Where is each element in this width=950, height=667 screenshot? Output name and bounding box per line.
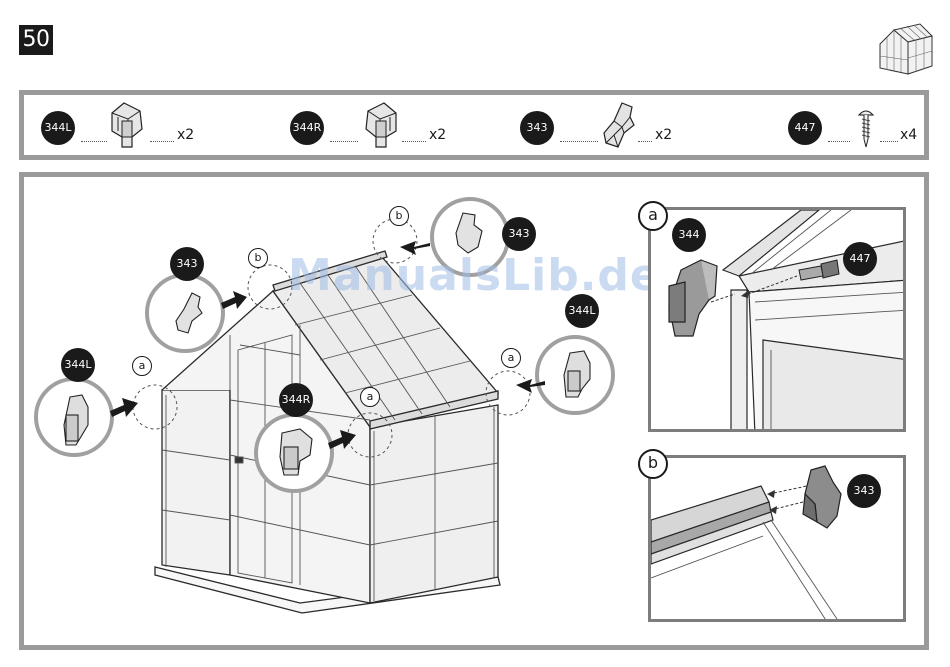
leader-line bbox=[638, 141, 652, 142]
parts-list: 344L x2 344R x2 343 x2 447 bbox=[19, 90, 929, 160]
part-qty-447: x4 bbox=[900, 127, 917, 143]
leader-line bbox=[880, 141, 898, 142]
callout-badge-343: 343 bbox=[170, 247, 204, 281]
callout-letter-b: b bbox=[389, 206, 409, 226]
corner-bracket-right-icon bbox=[360, 99, 402, 151]
leader-line bbox=[560, 141, 598, 142]
greenhouse-thumbnail-icon bbox=[876, 18, 934, 78]
part-badge-344l: 344L bbox=[41, 111, 75, 145]
leader-line bbox=[81, 141, 107, 142]
leader-line bbox=[330, 141, 358, 142]
leader-line bbox=[828, 141, 850, 142]
screw-icon bbox=[856, 107, 876, 149]
detail-badge-344: 344 bbox=[672, 218, 706, 252]
detail-badge-447: 447 bbox=[843, 242, 877, 276]
detail-label-a: a bbox=[638, 201, 668, 231]
part-badge-344r: 344R bbox=[290, 111, 324, 145]
step-number: 50 bbox=[19, 25, 53, 55]
part-badge-343: 343 bbox=[520, 111, 554, 145]
ridge-end-cap-icon bbox=[600, 99, 638, 155]
callout-badge-344r: 344R bbox=[279, 383, 313, 417]
part-qty-344r: x2 bbox=[429, 127, 446, 143]
part-qty-344l: x2 bbox=[177, 127, 194, 143]
callout-letter-a: a bbox=[501, 348, 521, 368]
leader-line bbox=[402, 141, 426, 142]
watermark: ManualsLib.de bbox=[288, 250, 661, 301]
leader-line bbox=[150, 141, 174, 142]
callout-badge-344l: 344L bbox=[61, 348, 95, 382]
callout-badge-343: 343 bbox=[502, 217, 536, 251]
callout-letter-b: b bbox=[248, 248, 268, 268]
detail-badge-343: 343 bbox=[847, 474, 881, 508]
part-qty-343: x2 bbox=[655, 127, 672, 143]
detail-label-b: b bbox=[638, 449, 668, 479]
corner-bracket-left-icon bbox=[106, 99, 148, 151]
part-badge-447: 447 bbox=[788, 111, 822, 145]
callout-letter-a: a bbox=[360, 387, 380, 407]
callout-letter-a: a bbox=[132, 356, 152, 376]
